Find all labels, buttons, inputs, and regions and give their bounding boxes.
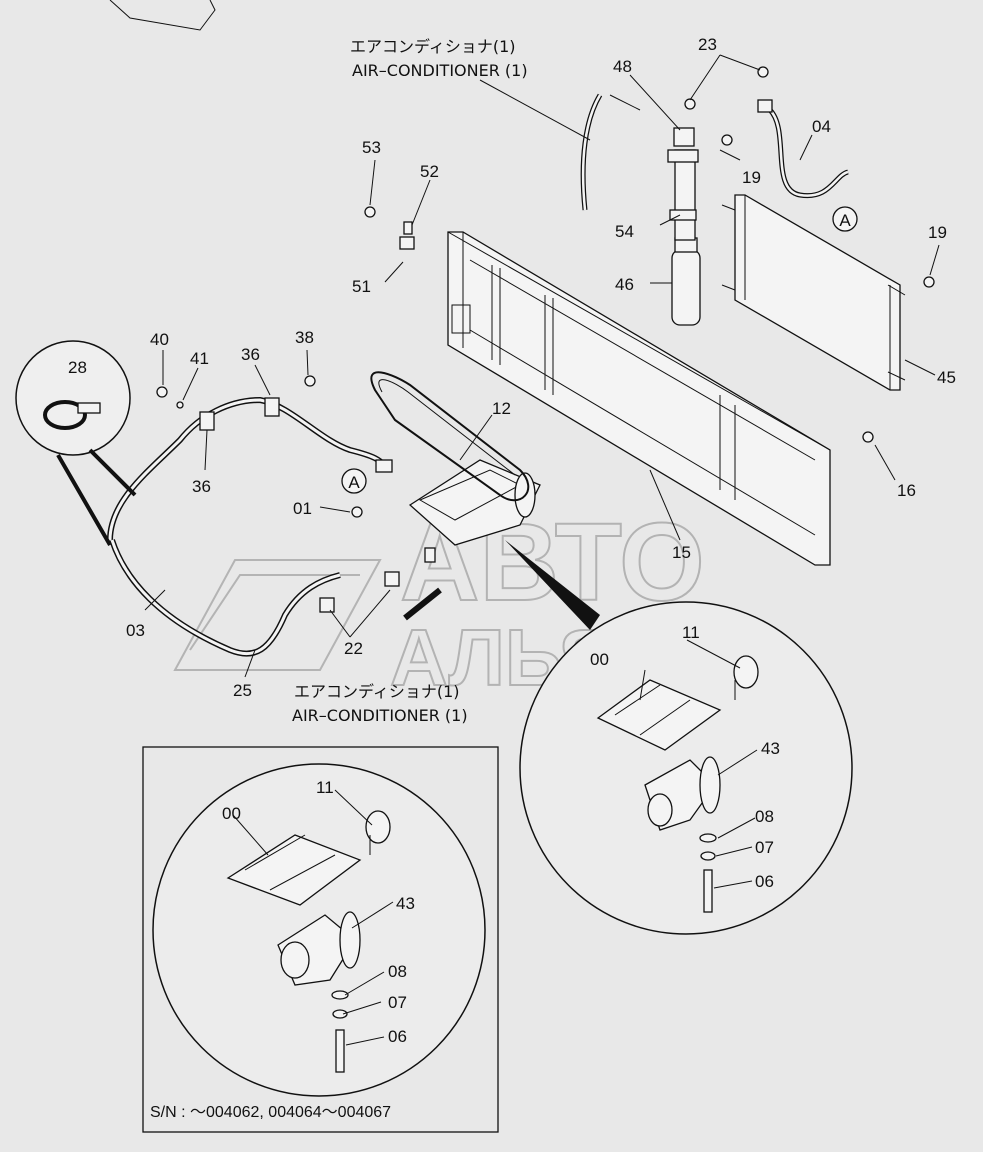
label-16: 16: [897, 481, 916, 500]
label-43a: 43: [761, 739, 780, 758]
residual-part-top: [109, 0, 216, 31]
label-00b: 00: [222, 804, 241, 823]
bolts: [156, 66, 935, 518]
label-41: 41: [190, 349, 209, 368]
label-00a: 00: [590, 650, 609, 669]
label-19a: 19: [742, 168, 761, 187]
label-01: 01: [293, 499, 312, 518]
serial-note: S/N : ～004062, 004064～004067: [150, 1104, 391, 1121]
label-06b: 06: [388, 1027, 407, 1046]
label-15: 15: [672, 543, 691, 562]
label-11a: 11: [682, 623, 700, 642]
frame-15: [447, 231, 831, 566]
label-52: 52: [420, 162, 439, 181]
label-43b: 43: [396, 894, 415, 913]
label-45: 45: [937, 368, 956, 387]
label-40: 40: [150, 330, 169, 349]
label-23: 23: [698, 35, 717, 54]
title-mid-en: AIR–CONDITIONER (1): [292, 706, 468, 725]
inset-box: [142, 746, 499, 1133]
label-46: 46: [615, 275, 634, 294]
title-mid-jp: エアコンディショナ(1): [294, 682, 460, 701]
label-06a: 06: [755, 872, 774, 891]
label-53: 53: [362, 138, 381, 157]
label-28: 28: [68, 358, 87, 377]
receiver-drier-46: [671, 237, 701, 326]
bracket-54: [667, 127, 699, 241]
title-top-jp: エアコンディショナ(1): [350, 37, 516, 56]
svg-text:A: A: [348, 473, 360, 492]
label-04: 04: [812, 117, 831, 136]
label-07b: 07: [388, 993, 407, 1012]
detail-circle-28: [15, 340, 137, 547]
label-36b: 36: [192, 477, 211, 496]
label-36a: 36: [241, 345, 260, 364]
leader-lines: [144, 54, 940, 1046]
label-11b: 11: [316, 778, 334, 797]
label-22: 22: [344, 639, 363, 658]
label-08b: 08: [388, 962, 407, 981]
title-top-en: AIR–CONDITIONER (1): [352, 61, 528, 80]
label-48: 48: [613, 57, 632, 76]
detail-circle-right: [505, 540, 853, 935]
clamp-36-right: [264, 397, 280, 417]
ref-a-right: A: [832, 206, 858, 232]
label-51: 51: [352, 277, 371, 296]
label-54: 54: [615, 222, 634, 241]
label-38: 38: [295, 328, 314, 347]
svg-text:A: A: [839, 211, 851, 230]
part-labels: 23 48 04 19 53 52 54 51 46 19 40 41 38 3…: [68, 35, 956, 1046]
label-08a: 08: [755, 807, 774, 826]
condenser-45: [721, 194, 906, 391]
clamp-36-left: [199, 411, 215, 431]
label-19b: 19: [928, 223, 947, 242]
label-03: 03: [126, 621, 145, 640]
ref-a-left: A: [341, 468, 367, 494]
label-25: 25: [233, 681, 252, 700]
label-12: 12: [492, 399, 511, 418]
label-07a: 07: [755, 838, 774, 857]
